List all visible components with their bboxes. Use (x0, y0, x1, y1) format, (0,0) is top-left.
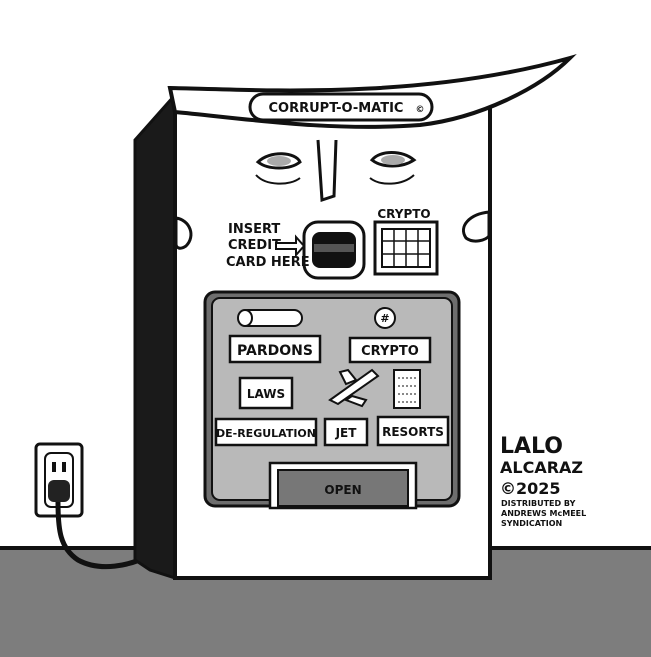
signature-line-6: SYNDICATION (501, 519, 562, 528)
item-jet[interactable]: JET (323, 417, 369, 447)
credit-card-slot[interactable] (302, 220, 366, 280)
open-door[interactable]: OPEN (268, 461, 418, 510)
jet-icon (328, 368, 380, 408)
artist-signature: LALO ALCARAZ ©2025 DISTRIBUTED BY ANDREW… (500, 434, 586, 528)
insert-label-3: CARD HERE (226, 255, 310, 270)
item-crypto-label: CRYPTO (361, 344, 419, 359)
brand-mark: © (416, 105, 425, 115)
item-laws-label: LAWS (247, 387, 285, 401)
nose (316, 139, 338, 203)
signature-line-4: DISTRIBUTED BY (501, 499, 576, 508)
brand-label: CORRUPT-O-MATIC (269, 101, 404, 116)
coin-icon: # (374, 307, 396, 329)
machine-side (133, 91, 177, 581)
crypto-panel-label: CRYPTO (377, 207, 430, 221)
wall-outlet (34, 442, 84, 518)
signature-line-3: ©2025 (500, 479, 561, 498)
item-laws[interactable]: LAWS (238, 376, 294, 410)
item-deregulation[interactable]: DE-REGULATION (214, 417, 318, 447)
item-resorts-label: RESORTS (382, 425, 444, 439)
insert-label-1: INSERT (228, 222, 280, 237)
eyes (255, 151, 417, 185)
item-pardons-label: PARDONS (237, 343, 313, 359)
insert-label-2: CREDIT (228, 238, 281, 253)
item-deregulation-label: DE-REGULATION (216, 427, 316, 440)
brand-pill (248, 92, 434, 122)
item-crypto[interactable]: CRYPTO (348, 336, 432, 364)
scroll-icon (237, 309, 303, 327)
hair-left (174, 216, 193, 250)
signature-line-2: ALCARAZ (500, 458, 583, 477)
item-pardons[interactable]: PARDONS (228, 334, 322, 364)
hair-right (462, 210, 491, 243)
arrow-right-icon (275, 234, 306, 258)
item-jet-label: JET (335, 426, 358, 440)
signature-line-1: LALO (500, 434, 563, 459)
svg-text:#: # (380, 312, 389, 325)
building-icon (393, 369, 421, 409)
item-resorts[interactable]: RESORTS (376, 415, 450, 447)
power-cord (55, 501, 152, 569)
plug (48, 480, 70, 502)
crypto-keypad[interactable] (373, 220, 439, 276)
signature-line-5: ANDREWS McMEEL (501, 509, 586, 518)
open-label: OPEN (324, 483, 361, 497)
